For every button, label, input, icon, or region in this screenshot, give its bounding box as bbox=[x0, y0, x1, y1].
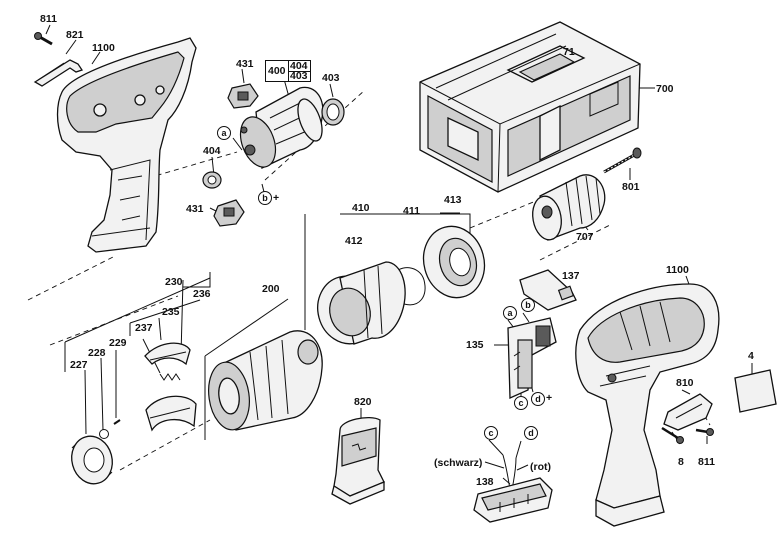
label-707: 707 bbox=[576, 231, 594, 243]
label-137: 137 bbox=[562, 270, 580, 282]
label-431-bottom: 431 bbox=[186, 203, 204, 215]
label-811: 811 bbox=[40, 13, 57, 25]
screw-8 bbox=[661, 426, 684, 444]
label-229: 229 bbox=[109, 337, 127, 349]
wire-label-black: (schwarz) bbox=[434, 457, 483, 469]
terminal-block-138 bbox=[473, 454, 553, 523]
label-810: 810 bbox=[676, 377, 694, 389]
label-227: 227 bbox=[70, 359, 88, 371]
marker-c-wire: c bbox=[484, 426, 498, 440]
gear-ring-413 bbox=[422, 225, 486, 299]
label-200: 200 bbox=[262, 283, 280, 295]
marker-d-wire: d bbox=[524, 426, 538, 440]
pin-229 bbox=[113, 419, 121, 425]
label-820: 820 bbox=[354, 396, 372, 408]
marker-a-switch: a bbox=[503, 306, 517, 320]
label-700: 700 bbox=[656, 83, 674, 95]
gear-housing-412 bbox=[317, 261, 406, 345]
housing-right-1100 bbox=[575, 283, 720, 527]
marker-b-switch: b bbox=[521, 298, 535, 312]
label-138: 138 bbox=[476, 476, 494, 488]
marker-b-motor: b bbox=[258, 191, 272, 205]
screw-811-bottom bbox=[695, 428, 714, 436]
carry-case-700 bbox=[419, 21, 641, 193]
label-801: 801 bbox=[622, 181, 640, 193]
plate-227 bbox=[71, 435, 113, 485]
label-412: 412 bbox=[345, 235, 363, 247]
belt-clip-810 bbox=[663, 393, 713, 431]
screw-811-top bbox=[34, 32, 53, 46]
gearbox-200 bbox=[208, 330, 323, 431]
label-1100: 1100 bbox=[92, 42, 115, 54]
marker-a-motor: a bbox=[217, 126, 231, 140]
label-box-400: 400 404 403 bbox=[265, 60, 311, 82]
brush-holder-431-top bbox=[227, 83, 259, 109]
label-413: 413 bbox=[444, 194, 462, 206]
label-236: 236 bbox=[193, 288, 211, 300]
marker-d-switch: d bbox=[531, 392, 545, 406]
label-410: 410 bbox=[352, 202, 370, 214]
label-135: 135 bbox=[466, 339, 484, 351]
label-71: 71 bbox=[563, 46, 575, 58]
belt-clip-821 bbox=[33, 59, 84, 87]
label-8: 8 bbox=[678, 456, 684, 468]
housing-half-left-1100 bbox=[56, 37, 197, 253]
label-404: 404 bbox=[290, 60, 308, 72]
label-404-left: 404 bbox=[203, 145, 221, 157]
bearing-404 bbox=[202, 171, 222, 189]
plus-sign-motor: + bbox=[273, 192, 280, 204]
chuck-707 bbox=[532, 174, 606, 241]
clutch-ring-236 bbox=[145, 395, 197, 432]
label-230: 230 bbox=[165, 276, 183, 288]
label-431: 431 bbox=[236, 58, 254, 70]
label-403-right: 403 bbox=[322, 72, 340, 84]
label-811-bottom: 811 bbox=[698, 456, 715, 468]
marker-c-switch: c bbox=[514, 396, 528, 410]
label-228: 228 bbox=[88, 347, 106, 359]
battery-820 bbox=[331, 416, 385, 505]
label-235: 235 bbox=[162, 306, 180, 318]
switch-135 bbox=[507, 317, 557, 399]
spring-237 bbox=[159, 373, 181, 381]
label-400: 400 bbox=[268, 65, 286, 77]
motor-400 bbox=[239, 86, 324, 169]
clutch-ring-235 bbox=[144, 342, 191, 366]
brush-holder-431-bottom bbox=[213, 199, 245, 227]
plus-sign-switch: + bbox=[546, 392, 553, 404]
label-237: 237 bbox=[135, 322, 153, 334]
switch-part-137 bbox=[519, 269, 577, 311]
ball-228 bbox=[99, 429, 109, 439]
label-821: 821 bbox=[66, 29, 84, 41]
label-4: 4 bbox=[748, 350, 754, 362]
screw-801 bbox=[603, 147, 642, 174]
bearing-403 bbox=[321, 98, 345, 126]
label-1100-right: 1100 bbox=[666, 264, 689, 276]
wire-label-red: (rot) bbox=[530, 461, 551, 473]
label-plate-4 bbox=[734, 369, 777, 413]
label-403: 403 bbox=[290, 70, 308, 82]
label-411: 411 bbox=[403, 205, 420, 217]
